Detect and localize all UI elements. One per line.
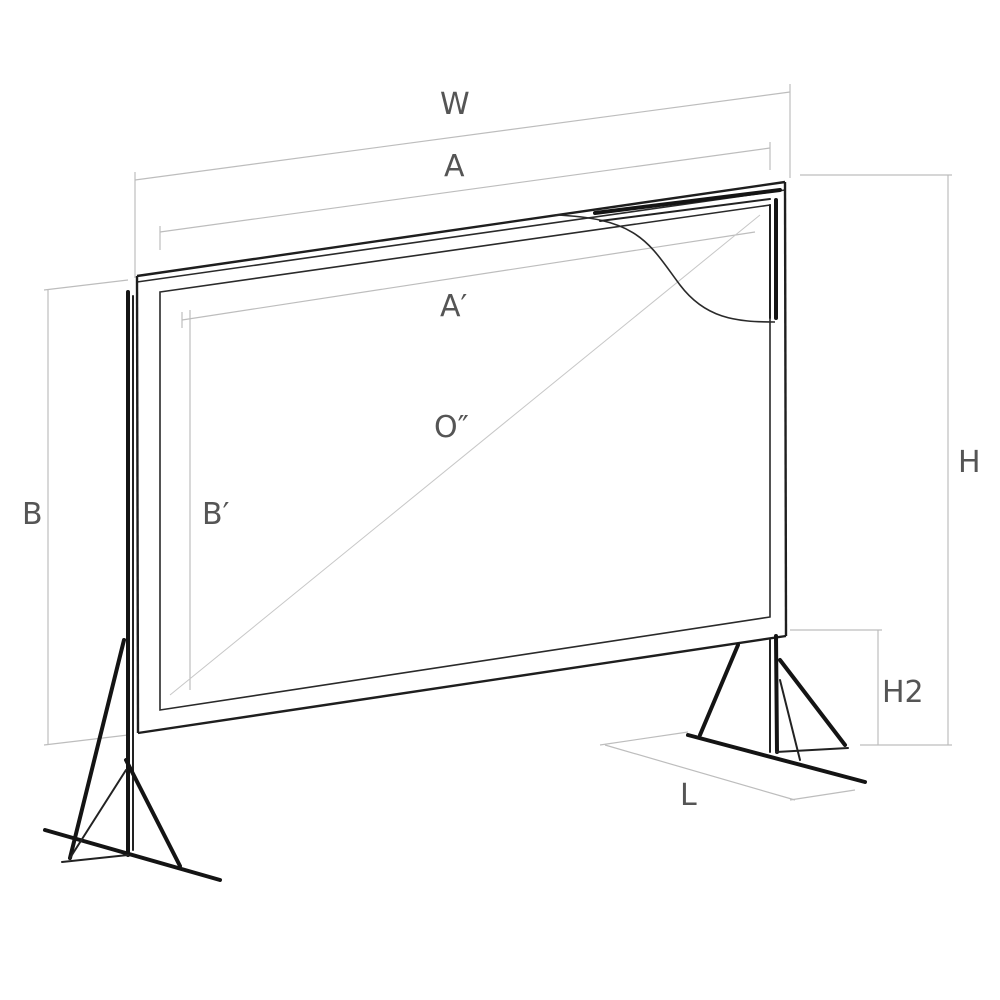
screen-flap-curve <box>554 214 776 323</box>
left-stand-foot <box>43 828 222 882</box>
left-stand <box>43 638 222 882</box>
dim-b-tick-bottom <box>43 734 129 746</box>
screen-surface <box>159 204 771 711</box>
label-b-prime: B′ <box>202 497 230 532</box>
frame-top-inner-edge <box>136 189 786 283</box>
label-b: B <box>22 497 43 532</box>
frame-top-edge <box>136 180 786 278</box>
dimension-lines <box>43 84 952 801</box>
left-stand-diag <box>69 769 127 859</box>
right-stand-diag <box>779 679 801 761</box>
dim-l-tick-right <box>789 789 856 801</box>
dimension-labels: W A A′ O″ B B′ H H2 L <box>22 87 981 813</box>
dim-a-line <box>159 147 771 233</box>
top-rail-bar <box>593 188 782 215</box>
right-post <box>769 198 779 754</box>
dim-l-line <box>604 744 796 801</box>
dim-b-tick-top <box>43 279 129 291</box>
label-l: L <box>680 778 697 813</box>
dim-l-tick-left <box>599 731 689 746</box>
diagonal-line <box>169 214 761 696</box>
top-rail-detail <box>593 188 782 222</box>
dim-w-line <box>134 91 791 181</box>
left-stand-crossbar <box>61 854 129 863</box>
label-a-prime: A′ <box>440 289 468 324</box>
top-rail-lower <box>599 198 771 222</box>
outer-frame <box>135 180 788 735</box>
right-stand-crossbar <box>775 747 849 753</box>
right-stand-foot <box>686 733 867 784</box>
right-stand-brace-back <box>778 658 847 747</box>
label-w: W <box>440 87 470 122</box>
label-o: O″ <box>434 410 469 445</box>
label-a: A <box>444 149 465 184</box>
frame-right-edge <box>783 181 788 637</box>
dim-a-prime-line <box>181 231 756 321</box>
label-h: H <box>958 445 981 480</box>
label-h2: H2 <box>882 675 924 710</box>
right-post-lower <box>774 634 779 754</box>
left-stand-brace-back <box>124 758 182 868</box>
right-stand-brace-front <box>698 643 740 737</box>
frame-left-edge <box>135 275 140 734</box>
right-stand <box>686 643 867 784</box>
left-stand-brace-front <box>68 638 126 860</box>
frame-bottom-edge <box>137 634 787 735</box>
